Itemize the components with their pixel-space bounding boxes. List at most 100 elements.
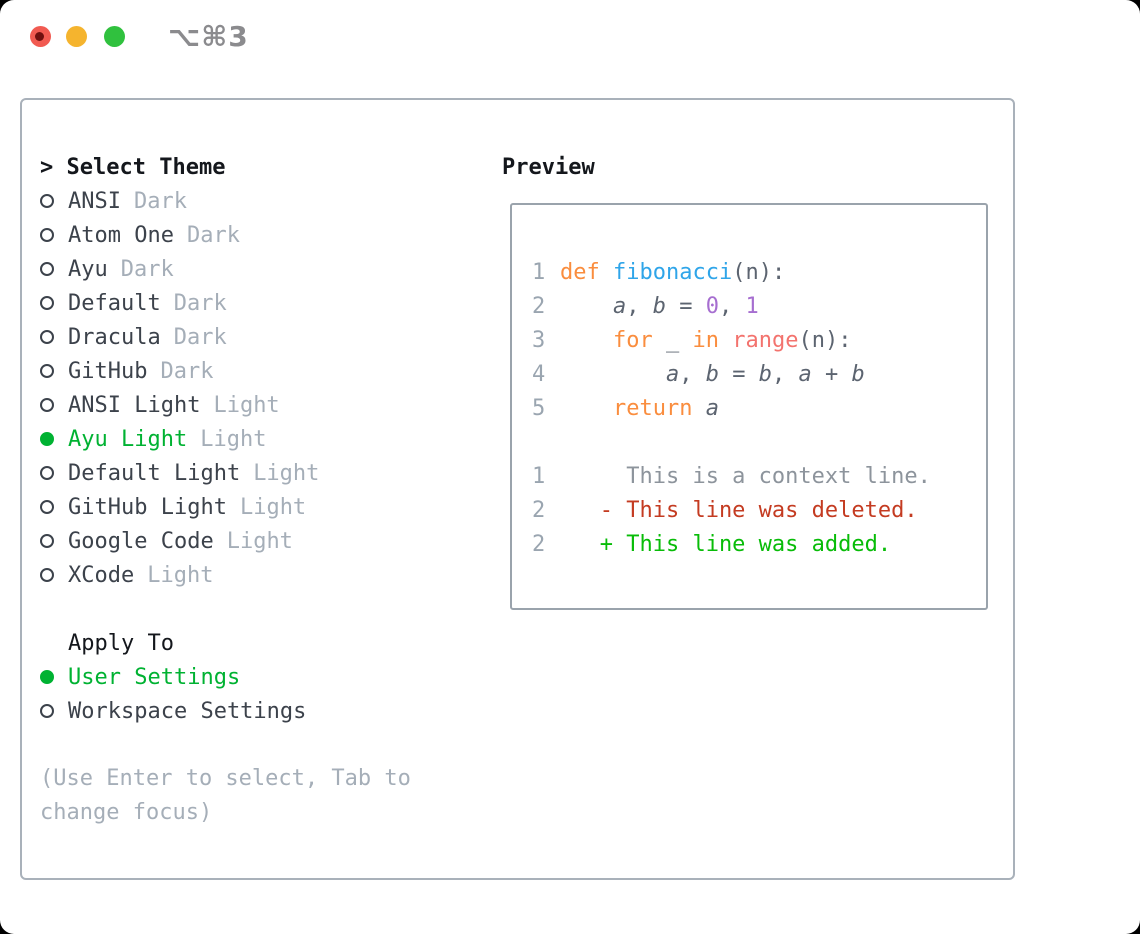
token-var: b (758, 361, 772, 387)
radio-icon[interactable] (40, 194, 54, 208)
radio-icon[interactable] (40, 466, 54, 480)
radio-icon[interactable] (40, 296, 54, 310)
item-label: Google Code (68, 528, 214, 554)
radio-icon[interactable] (40, 534, 54, 548)
token-plain (600, 260, 613, 285)
apply-option-user-settings[interactable]: User Settings (22, 660, 492, 694)
theme-item-dracula[interactable]: Dracula Dark (22, 320, 492, 354)
token-plain: (n): (732, 259, 786, 285)
spacer (22, 728, 492, 762)
zoom-button[interactable] (104, 26, 125, 47)
select-theme-title: Select Theme (66, 154, 226, 180)
token-plain: = (718, 361, 759, 387)
token-plain: , (626, 293, 653, 319)
token-var: a (612, 293, 627, 319)
line-number: 1 (532, 463, 546, 489)
item-label: Default (68, 290, 161, 316)
token-plain: , (771, 361, 799, 387)
item-label: Workspace Settings (68, 698, 307, 724)
preview-title: Preview (502, 154, 595, 180)
theme-item-default-light[interactable]: Default Light Light (22, 456, 492, 490)
diff-add-text: + This line was added. (560, 531, 892, 557)
token-plain: , (718, 293, 746, 319)
titlebar: ⌥⌘3 (0, 0, 1140, 98)
token-var: b (851, 361, 865, 387)
token-plain: + (811, 361, 852, 387)
item-variant-label: Light (200, 426, 267, 452)
radio-icon[interactable] (40, 262, 54, 276)
item-variant-label: Light (226, 528, 293, 554)
line-number: 4 (532, 361, 546, 387)
code-line: 4 a, b = b, a + b (532, 357, 978, 391)
radio-icon[interactable] (40, 568, 54, 582)
line-number: 2 (532, 497, 546, 523)
radio-icon[interactable] (40, 228, 54, 242)
token-plain (719, 328, 732, 353)
theme-item-atom-one[interactable]: Atom One Dark (22, 218, 492, 252)
token-var: b (652, 293, 666, 319)
token-call: range (732, 327, 799, 353)
token-plain (560, 362, 666, 387)
line-number: 5 (532, 395, 546, 421)
radio-icon[interactable] (40, 398, 54, 412)
item-label: Atom One (68, 222, 174, 248)
apply-option-workspace-settings[interactable]: Workspace Settings (22, 694, 492, 728)
code-line: 2 + This line was added. (532, 527, 978, 561)
diff-del-text: - This line was deleted. (560, 497, 918, 523)
item-variant-label: Light (253, 460, 320, 486)
token-var: a (798, 361, 812, 387)
radio-icon[interactable] (40, 500, 54, 514)
token-fn: fibonacci (613, 259, 733, 285)
line-number: 2 (532, 293, 546, 319)
token-plain (560, 396, 613, 421)
radio-selected-icon[interactable] (40, 670, 54, 684)
code-line: 2 a, b = 0, 1 (532, 289, 978, 323)
code-line (532, 425, 978, 459)
radio-icon[interactable] (40, 364, 54, 378)
item-label: Default Light (68, 460, 241, 486)
item-variant-label: Dark (186, 222, 240, 248)
item-variant-label: Dark (173, 324, 227, 350)
token-kw: for (612, 327, 653, 353)
token-plain (560, 294, 613, 319)
close-button[interactable] (30, 26, 51, 47)
select-theme-header: > Select Theme (22, 150, 492, 184)
line-number: 1 (532, 259, 546, 285)
spacer (22, 592, 492, 626)
radio-icon[interactable] (40, 330, 54, 344)
theme-item-google-code[interactable]: Google Code Light (22, 524, 492, 558)
token-var: b (705, 361, 719, 387)
item-variant-label: Light (147, 562, 214, 588)
token-plain: = (665, 293, 706, 319)
token-kw: def (560, 259, 600, 285)
token-num: 0 (705, 293, 719, 319)
token-plain (692, 396, 705, 421)
header-prefix: > (40, 154, 67, 180)
item-label: ANSI (68, 188, 121, 214)
item-label: ANSI Light (68, 392, 201, 418)
radio-selected-icon[interactable] (40, 432, 54, 446)
item-label: GitHub (68, 358, 148, 384)
code-line: 5 return a (532, 391, 978, 425)
item-label: Dracula (68, 324, 161, 350)
radio-icon[interactable] (40, 704, 54, 718)
item-label: GitHub Light (68, 494, 227, 520)
item-label: User Settings (68, 664, 241, 690)
minimize-button[interactable] (66, 26, 87, 47)
code-line: 3 for _ in range(n): (532, 323, 978, 357)
line-number: 2 (532, 531, 546, 557)
keyboard-hint: (Use Enter to select, Tab to change focu… (40, 766, 411, 825)
